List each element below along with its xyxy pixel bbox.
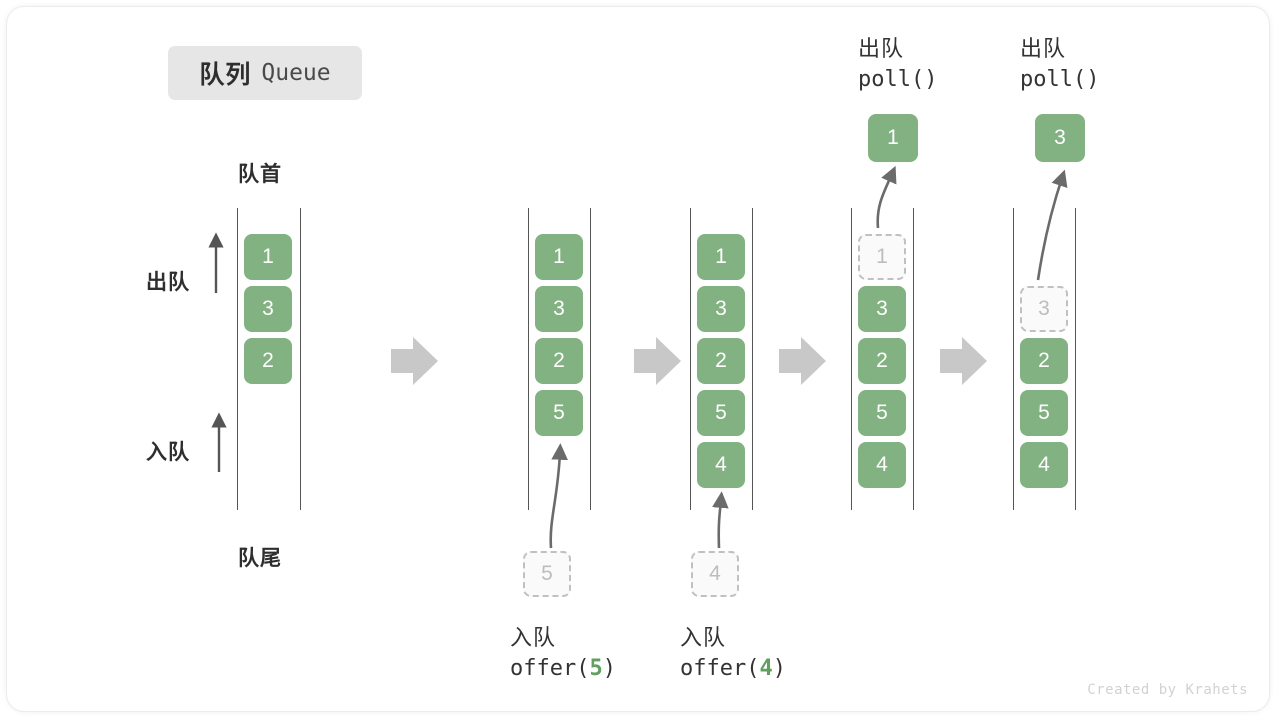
label-queue-tail: 队尾 <box>238 547 282 570</box>
cell-col3-2: 2 <box>697 338 745 384</box>
poll-1-caption-cn: 出队 <box>858 36 905 61</box>
title-english: Queue <box>261 60 331 86</box>
offer-5-code-value: 5 <box>589 656 603 681</box>
cell-col4-4: 4 <box>858 442 906 488</box>
cell-col3-1: 3 <box>697 286 745 332</box>
offer-5-code-suffix: ) <box>602 656 616 681</box>
offer-4-caption-code: offer(4) <box>680 656 786 681</box>
cell-col2-2: 2 <box>535 338 583 384</box>
cell-col5-4: 4 <box>1020 442 1068 488</box>
poll-1-caption-code: poll() <box>858 67 938 92</box>
title-chinese: 队列 <box>199 61 252 89</box>
incoming-ghost-5: 5 <box>523 551 571 597</box>
offer-4-code-suffix: ) <box>772 656 786 681</box>
cell-col5-2: 2 <box>1020 338 1068 384</box>
label-dequeue-direction: 出队 <box>146 271 190 294</box>
rail-col5-left <box>1013 208 1014 510</box>
label-queue-head: 队首 <box>238 163 282 186</box>
label-enqueue-direction: 入队 <box>146 441 190 464</box>
popped-element-1: 1 <box>868 114 918 162</box>
popped-element-2: 3 <box>1035 114 1085 162</box>
cell-col4-3: 5 <box>858 390 906 436</box>
rail-col4-left <box>851 208 852 510</box>
cell-col4-2: 2 <box>858 338 906 384</box>
rail-col5-right <box>1075 208 1076 510</box>
rail-col3-right <box>752 208 753 510</box>
cell-col4-0-ghost: 1 <box>858 234 906 280</box>
title-badge: 队列 Queue <box>168 46 362 100</box>
cell-col2-0: 1 <box>535 234 583 280</box>
cell-col4-1: 3 <box>858 286 906 332</box>
rail-col2-right <box>590 208 591 510</box>
offer-5-caption-cn: 入队 <box>510 625 557 650</box>
incoming-ghost-4: 4 <box>691 551 739 597</box>
cell-col1-0: 1 <box>244 234 292 280</box>
cell-col3-0: 1 <box>697 234 745 280</box>
rail-col1-left <box>237 208 238 510</box>
cell-col5-3: 5 <box>1020 390 1068 436</box>
rail-col4-right <box>913 208 914 510</box>
cell-col2-3: 5 <box>535 390 583 436</box>
rail-col1-right <box>300 208 301 510</box>
offer-4-code-prefix: offer( <box>680 656 760 681</box>
offer-5-code-prefix: offer( <box>510 656 590 681</box>
offer-5-caption-code: offer(5) <box>510 656 616 681</box>
rail-col2-left <box>528 208 529 510</box>
cell-col3-3: 5 <box>697 390 745 436</box>
cell-col3-4: 4 <box>697 442 745 488</box>
rail-col3-left <box>690 208 691 510</box>
cell-col5-1-ghost: 3 <box>1020 286 1068 332</box>
offer-4-code-value: 4 <box>759 656 773 681</box>
offer-4-caption-cn: 入队 <box>680 625 727 650</box>
poll-2-caption-cn: 出队 <box>1020 36 1067 61</box>
cell-col2-1: 3 <box>535 286 583 332</box>
footer-credit: Created by Krahets <box>1087 682 1248 698</box>
cell-col1-2: 2 <box>244 338 292 384</box>
diagram-frame <box>6 6 1270 712</box>
cell-col1-1: 3 <box>244 286 292 332</box>
poll-2-caption-code: poll() <box>1020 67 1100 92</box>
